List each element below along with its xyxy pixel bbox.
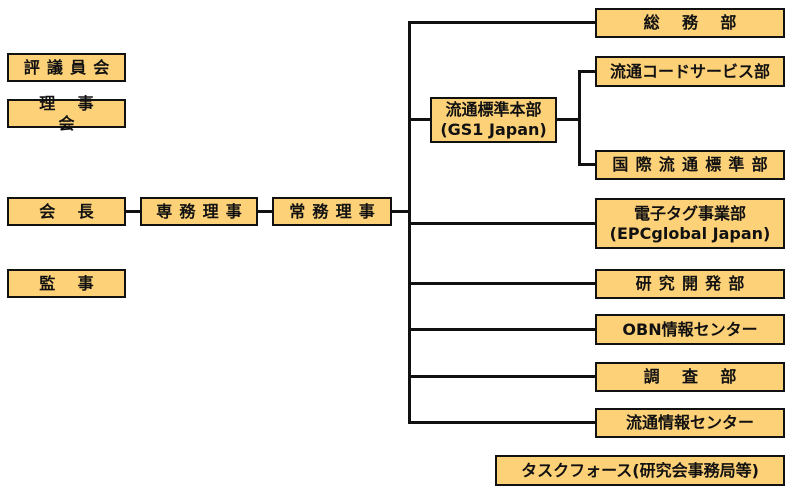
branch-rnd <box>408 282 595 285</box>
code-service-box: 流通コードサービス部 <box>595 56 785 87</box>
task-force-box: タスクフォース(研究会事務局等) <box>495 455 785 486</box>
obn-center-box: OBN情報センター <box>595 314 785 345</box>
senior-managing-director-box: 専務理事 <box>140 197 258 226</box>
board-box: 理事会 <box>7 94 126 133</box>
hq-box: 流通標準本部 (GS1 Japan) <box>430 97 557 143</box>
branch-intl-standards <box>578 163 595 166</box>
branch-code-service <box>578 70 595 73</box>
rnd-box: 研究開発部 <box>595 269 785 299</box>
council-box: 評議員会 <box>7 53 126 82</box>
info-center-box: 流通情報センター <box>595 408 785 438</box>
branch-info-center <box>408 421 595 424</box>
branch-epc <box>408 222 595 225</box>
auditor-box: 監事 <box>7 269 126 298</box>
managing-director-box: 常務理事 <box>272 197 392 226</box>
branch-survey <box>408 375 595 378</box>
survey-box: 調査部 <box>595 362 785 392</box>
intl-standards-box: 国際流通標準部 <box>595 150 785 180</box>
hq-name: 流通標準本部 <box>445 100 542 119</box>
connector-senior-managing <box>258 210 272 213</box>
branch-hq-out <box>557 118 580 121</box>
epc-box: 電子タグ事業部 (EPCglobal Japan) <box>595 198 785 249</box>
branch-hq <box>408 118 430 121</box>
branch-obn <box>408 328 595 331</box>
chairman-box: 会長 <box>7 197 126 226</box>
hq-sub-trunk <box>578 70 581 166</box>
connector-managing-trunk <box>392 210 410 213</box>
general-affairs-box: 総務部 <box>595 8 785 38</box>
epc-line2: (EPCglobal Japan) <box>609 223 771 243</box>
branch-general-affairs <box>408 21 595 24</box>
connector-chairman-senior <box>126 210 140 213</box>
epc-line1: 電子タグ事業部 <box>633 203 746 223</box>
hq-sub: (GS1 Japan) <box>440 120 547 139</box>
